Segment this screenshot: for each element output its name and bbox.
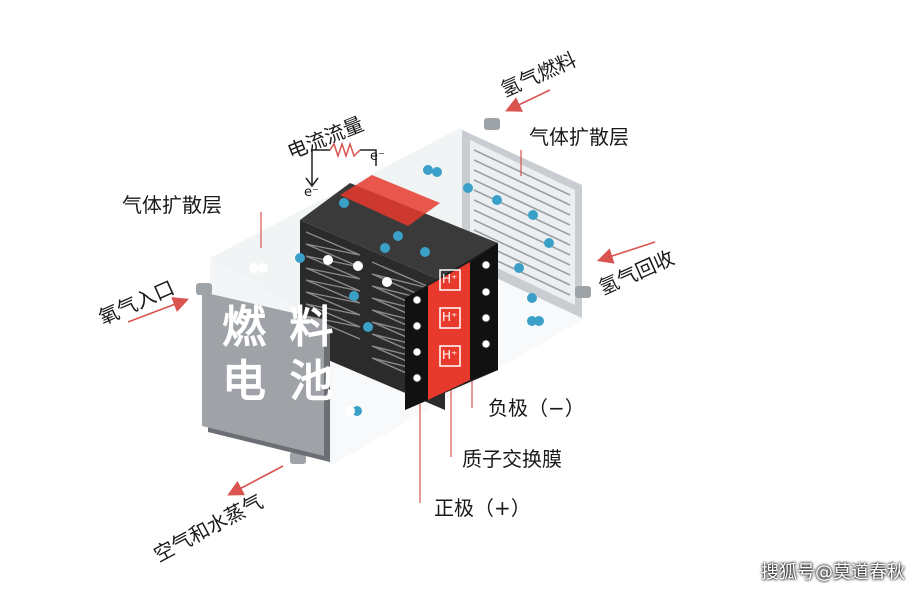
panel-text-line2: 电 池 <box>222 356 338 407</box>
electron-label-right: e⁻ <box>370 149 385 164</box>
panel-text-line1: 燃 料 <box>222 302 338 353</box>
proton-boxes <box>439 269 461 367</box>
electron-label-left: e⁻ <box>304 185 319 200</box>
label-gas-diffusion-right: 气体扩散层 <box>529 125 629 149</box>
proton-label-1: H⁺ <box>442 272 458 286</box>
leader-lines <box>260 150 522 503</box>
gas-molecules <box>295 165 554 416</box>
white-molecules <box>249 255 392 416</box>
watermark: 搜狐号@莫道春秋 <box>761 562 905 583</box>
front-panel <box>202 292 330 462</box>
proton-label-3: H⁺ <box>442 348 458 362</box>
proton-label-2: H⁺ <box>442 310 458 324</box>
label-cathode: 正极（+） <box>434 496 531 520</box>
label-anode: 负极（−） <box>488 396 585 420</box>
external-circuit <box>305 141 377 188</box>
electrons <box>412 260 491 383</box>
label-pem: 质子交换膜 <box>462 447 562 471</box>
label-gas-diffusion-left: 气体扩散层 <box>122 193 222 217</box>
flow-arrows <box>127 89 656 496</box>
